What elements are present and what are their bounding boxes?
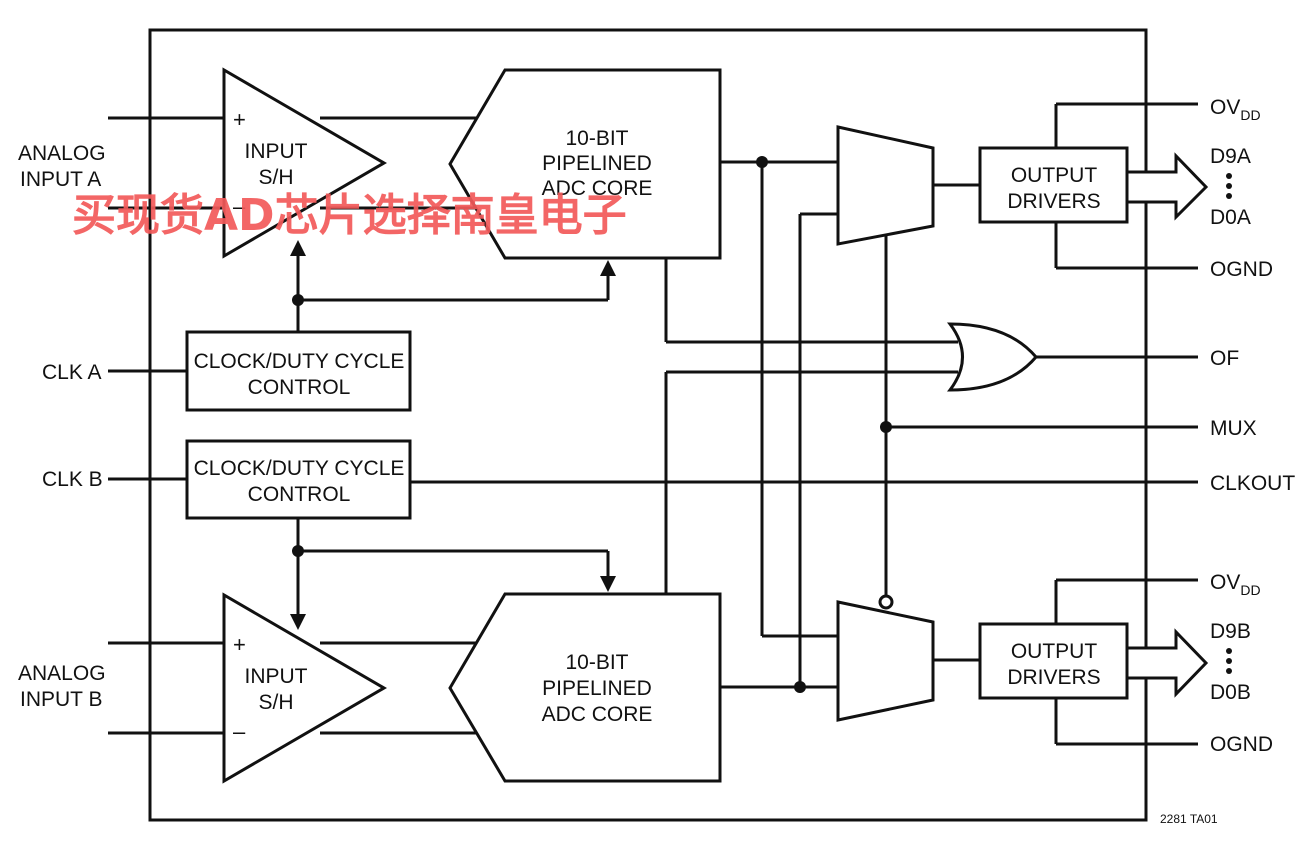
bus-arrow-b <box>1125 628 1209 698</box>
bus-arrow-a <box>1125 152 1209 221</box>
adc-b-line3: ADC CORE <box>542 703 653 726</box>
multiplexer-a <box>836 125 935 246</box>
minus-sign-a: – <box>233 194 246 219</box>
clock-b-line2: CONTROL <box>248 483 351 506</box>
adc-b-line2: PIPELINED <box>542 677 652 700</box>
wires <box>108 102 1198 746</box>
sh-a-line2: S/H <box>258 166 293 189</box>
mux-label: MUX <box>1210 417 1257 440</box>
drivers-a-line1: OUTPUT <box>1011 164 1098 187</box>
sh-b-line1: INPUT <box>245 665 308 688</box>
clock-b-line1: CLOCK/DUTY CYCLE <box>194 457 405 480</box>
ovdd-a-label: OVDD <box>1210 96 1261 123</box>
adc-b-line1: 10-BIT <box>565 651 628 674</box>
figure-code: 2281 TA01 <box>1160 812 1218 826</box>
output-drivers-a: OUTPUT DRIVERS <box>978 146 1209 224</box>
adc-core-a: 10-BIT PIPELINED ADC CORE <box>448 68 722 260</box>
ovdd-b-label: OVDD <box>1210 571 1261 598</box>
analog-input-b-line1: ANALOG <box>18 662 106 685</box>
clkout-label: CLKOUT <box>1210 472 1295 495</box>
sample-hold-b: + – INPUT S/H <box>222 592 387 784</box>
plus-sign-a: + <box>233 107 246 132</box>
sh-b-line2: S/H <box>258 691 293 714</box>
minus-sign-b: – <box>233 719 246 744</box>
watermark: 买现货AD芯片选择南皇电子 <box>72 190 627 241</box>
inverter-bubble <box>878 594 894 610</box>
analog-input-a-line2: INPUT A <box>20 168 101 191</box>
ognd-b-label: OGND <box>1210 733 1273 756</box>
adc-core-b: 10-BIT PIPELINED ADC CORE <box>448 592 722 783</box>
analog-input-b-line2: INPUT B <box>20 688 102 711</box>
clk-b-label: CLK B <box>42 468 103 491</box>
plus-sign-b: + <box>233 632 246 657</box>
adc-a-line1: 10-BIT <box>565 127 628 150</box>
output-drivers-b: OUTPUT DRIVERS <box>978 622 1209 700</box>
adc-a-line3: ADC CORE <box>542 177 653 200</box>
clock-control-b: CLOCK/DUTY CYCLE CONTROL <box>185 439 412 520</box>
clock-a-line2: CONTROL <box>248 376 351 399</box>
d0a-label: D0A <box>1210 206 1251 229</box>
chip-outline <box>148 28 1148 822</box>
of-label: OF <box>1210 347 1239 370</box>
d9b-label: D9B <box>1210 620 1251 643</box>
clk-a-label: CLK A <box>42 361 102 384</box>
sh-a-line1: INPUT <box>245 140 308 163</box>
sample-hold-a: + – INPUT S/H <box>222 67 387 259</box>
multiplexer-b <box>836 600 935 722</box>
junction-dots <box>292 156 892 693</box>
bus-ellipsis-b <box>1226 648 1232 674</box>
d0b-label: D0B <box>1210 681 1251 704</box>
ognd-a-label: OGND <box>1210 258 1273 281</box>
bus-ellipsis-a <box>1226 173 1232 199</box>
clock-a-line1: CLOCK/DUTY CYCLE <box>194 350 405 373</box>
d9a-label: D9A <box>1210 145 1251 168</box>
arrowheads <box>290 240 616 630</box>
or-gate <box>946 322 1038 392</box>
adc-a-line2: PIPELINED <box>542 152 652 175</box>
drivers-b-line1: OUTPUT <box>1011 640 1098 663</box>
drivers-a-line2: DRIVERS <box>1007 190 1100 213</box>
drivers-b-line2: DRIVERS <box>1007 666 1100 689</box>
analog-input-a-line1: ANALOG <box>18 142 106 165</box>
clock-control-a: CLOCK/DUTY CYCLE CONTROL <box>185 330 412 412</box>
